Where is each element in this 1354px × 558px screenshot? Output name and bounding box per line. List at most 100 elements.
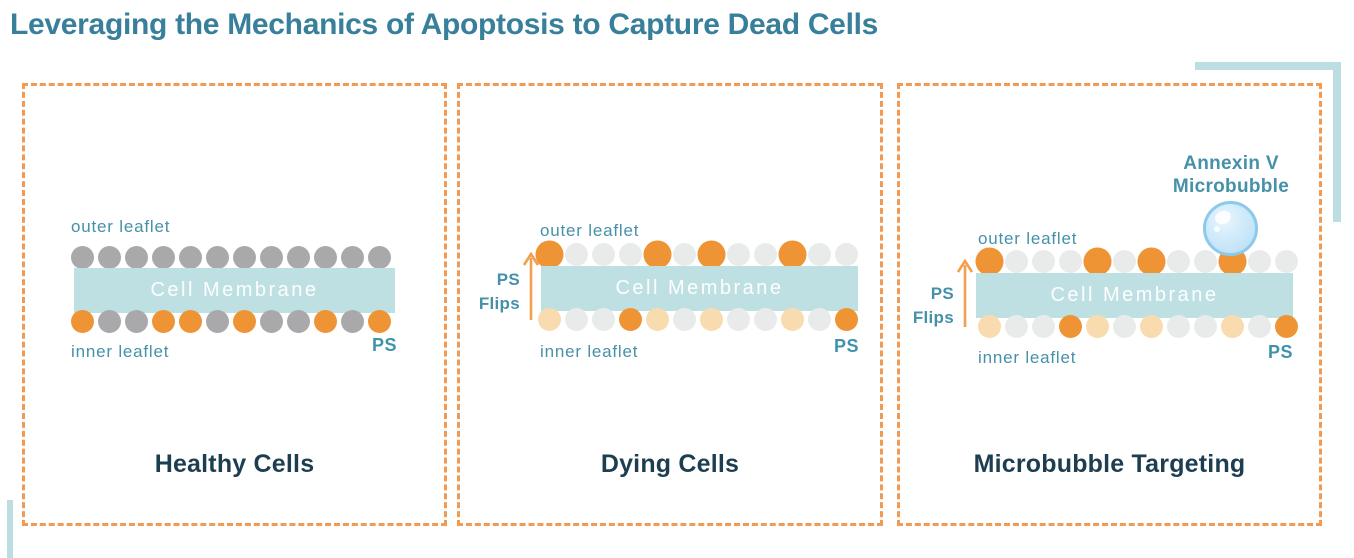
lipid-circle-lightgray: [1032, 250, 1055, 273]
lipid-circle-gray: [260, 310, 283, 333]
panel-healthy-cells: outer leaflet Cell Membrane PS inner lea…: [22, 83, 447, 526]
lipid-circle-gray: [152, 246, 175, 269]
inner-leaflet-row: [538, 308, 858, 331]
lipid-circle-lightgray: [754, 243, 777, 266]
panel-dying-cells: outer leaflet PS Flips Cell Membrane PS …: [457, 83, 883, 526]
accent-bar-right: [1333, 62, 1341, 222]
lipid-circle-lightgray: [1113, 250, 1136, 273]
outer-leaflet-label: outer leaflet: [540, 221, 640, 240]
inner-leaflet-label: inner leaflet: [978, 348, 1077, 367]
lipid-circle-gray: [368, 246, 391, 269]
lipid-circle-paleorange: [1086, 315, 1109, 338]
outer-leaflet-row: [975, 247, 1298, 276]
ps-label: PS: [1268, 342, 1294, 362]
microbubble-icon: [1203, 201, 1258, 256]
panel-title-dying-cells: Dying Cells: [600, 450, 740, 478]
accent-bar-top: [1195, 62, 1341, 70]
lipid-circle-lightgray: [1005, 315, 1028, 338]
panel-microbubble-targeting: Annexin V Microbubble outer leaflet PS F…: [897, 83, 1322, 526]
lipid-circle-orange: [643, 240, 672, 269]
lipid-circle-gray: [98, 310, 121, 333]
lipid-circle-lightgray: [727, 308, 750, 331]
annexin-v-microbubble-label: Annexin V Microbubble: [1172, 153, 1290, 197]
cell-membrane-band: Cell Membrane: [541, 266, 858, 311]
lipid-circle-orange: [697, 240, 726, 269]
lipid-circle-paleorange: [781, 308, 804, 331]
panel-title-healthy-cells: Healthy Cells: [154, 450, 315, 478]
lipid-circle-gray: [125, 246, 148, 269]
lipid-circle-lightgray: [1032, 315, 1055, 338]
lipid-circle-orange: [179, 310, 202, 333]
lipid-circle-lightgray: [1113, 315, 1136, 338]
lipid-circle-lightgray: [673, 308, 696, 331]
lipid-circle-orange: [535, 240, 564, 269]
lipid-circle-lightgray: [565, 243, 588, 266]
outer-leaflet-row: [71, 246, 391, 269]
lipid-circle-lightgray: [1248, 250, 1271, 273]
ps-flip-arrow-icon: [522, 252, 540, 320]
ps-label: PS: [834, 336, 860, 356]
lipid-circle-orange: [368, 310, 391, 333]
lipid-circle-paleorange: [978, 315, 1001, 338]
lipid-circle-orange: [1137, 247, 1166, 276]
ps-flips-label: PS Flips: [912, 284, 954, 327]
lipid-circle-orange: [778, 240, 807, 269]
lipid-circle-orange: [1275, 315, 1298, 338]
lipid-circle-gray: [125, 310, 148, 333]
lipid-circle-gray: [179, 246, 202, 269]
lipid-circle-orange: [619, 308, 642, 331]
lipid-circle-lightgray: [1275, 250, 1298, 273]
lipid-circle-lightgray: [565, 308, 588, 331]
inner-leaflet-row: [71, 310, 391, 333]
ps-flip-arrow-icon: [956, 259, 974, 327]
lipid-circle-gray: [233, 246, 256, 269]
lipid-circle-lightgray: [673, 243, 696, 266]
cell-membrane-label: Cell Membrane: [150, 279, 319, 301]
inner-leaflet-row: [978, 315, 1298, 338]
lipid-circle-gray: [206, 310, 229, 333]
bubble-shine: [1213, 208, 1233, 227]
lipid-circle-orange: [71, 310, 94, 333]
lipid-circle-gray: [71, 246, 94, 269]
lipid-circle-paleorange: [646, 308, 669, 331]
cell-membrane-label: Cell Membrane: [615, 277, 784, 299]
lipid-circle-orange: [975, 247, 1004, 276]
lipid-circle-paleorange: [1140, 315, 1163, 338]
lipid-circle-lightgray: [1194, 315, 1217, 338]
inner-leaflet-label: inner leaflet: [540, 342, 639, 361]
lipid-circle-gray: [341, 310, 364, 333]
lipid-circle-lightgray: [592, 243, 615, 266]
panel-title-microbubble-targeting: Microbubble Targeting: [973, 450, 1246, 478]
page-title: Leveraging the Mechanics of Apoptosis to…: [10, 8, 879, 41]
cell-membrane-band: Cell Membrane: [976, 273, 1293, 318]
inner-leaflet-label: inner leaflet: [71, 342, 170, 361]
lipid-circle-gray: [341, 246, 364, 269]
lipid-circle-orange: [1059, 315, 1082, 338]
lipid-circle-gray: [314, 246, 337, 269]
lipid-circle-lightgray: [1005, 250, 1028, 273]
bubble-shine-small: [1214, 226, 1220, 232]
lipid-circle-lightgray: [1059, 250, 1082, 273]
cell-membrane-band: Cell Membrane: [74, 268, 395, 313]
ps-flips-label: PS Flips: [478, 270, 520, 313]
lipid-circle-paleorange: [700, 308, 723, 331]
lipid-circle-lightgray: [592, 308, 615, 331]
outer-leaflet-label: outer leaflet: [978, 229, 1078, 248]
lipid-circle-lightgray: [1167, 250, 1190, 273]
lipid-circle-gray: [260, 246, 283, 269]
cell-membrane-label: Cell Membrane: [1050, 284, 1219, 306]
lipid-circle-lightgray: [727, 243, 750, 266]
accent-bar-bottom-left: [7, 500, 13, 558]
lipid-circle-gray: [206, 246, 229, 269]
lipid-circle-lightgray: [835, 243, 858, 266]
lipid-circle-orange: [835, 308, 858, 331]
lipid-circle-lightgray: [1248, 315, 1271, 338]
lipid-circle-lightgray: [619, 243, 642, 266]
lipid-circle-orange: [314, 310, 337, 333]
lipid-circle-lightgray: [808, 243, 831, 266]
outer-leaflet-label: outer leaflet: [71, 217, 171, 236]
lipid-circle-orange: [233, 310, 256, 333]
lipid-circle-gray: [287, 310, 310, 333]
lipid-circle-gray: [98, 246, 121, 269]
